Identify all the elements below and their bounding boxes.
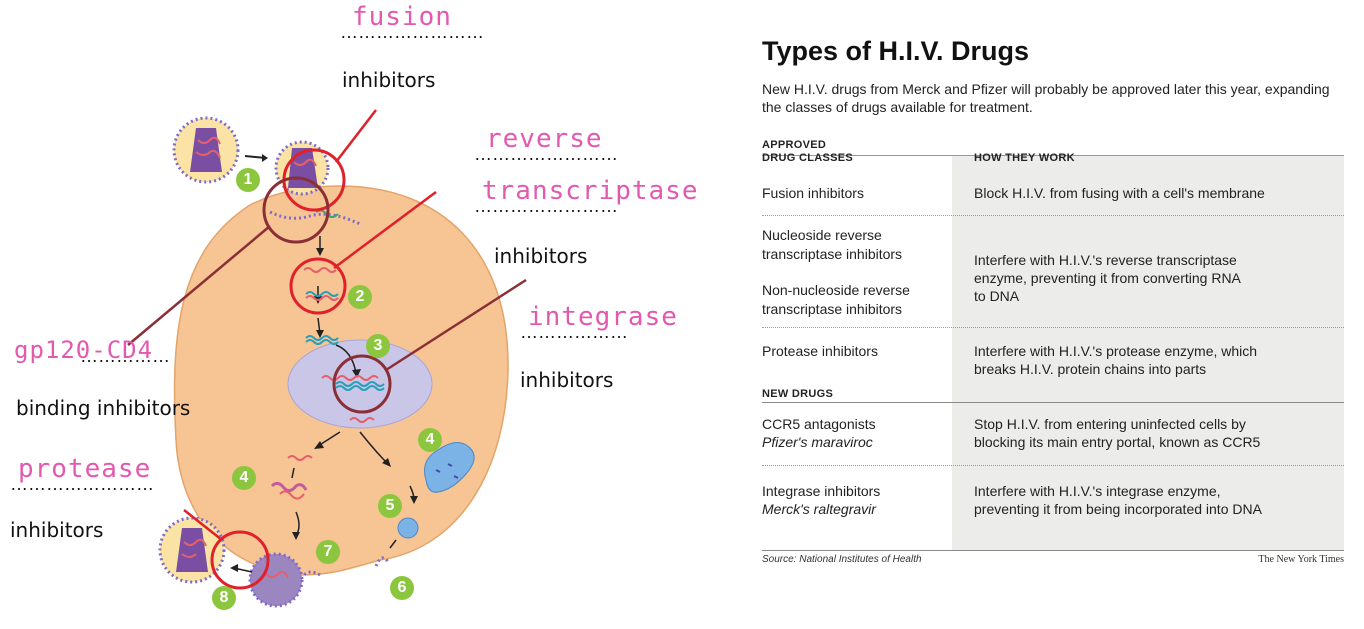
step-badge-1: 1	[236, 168, 260, 192]
gp120-handwritten: gp120-CD4	[14, 336, 154, 364]
row-ccr5-name: CCR5 antagonists	[762, 416, 876, 432]
step-badge-5: 5	[378, 494, 402, 518]
row-separator	[762, 215, 1344, 216]
virus-particle-entering	[172, 116, 240, 184]
rt-dots-2: ……………………	[474, 196, 618, 216]
protease-label: inhibitors	[10, 518, 104, 542]
row-nrti-name-line2: transcriptase inhibitors	[762, 246, 903, 262]
row-integrase-how-line2: preventing it from being incorporated in…	[974, 501, 1262, 517]
row-separator	[762, 327, 1344, 328]
publisher-credit: The New York Times	[1258, 554, 1344, 565]
col1-header-line1: APPROVED	[762, 139, 827, 151]
integrase-label: inhibitors	[520, 368, 614, 392]
step-badge-3: 3	[366, 334, 390, 358]
gp120-dots: ……………	[80, 346, 170, 366]
rt-site-circle	[289, 257, 347, 315]
row-ccr5-how-line1: Stop H.I.V. from entering uninfected cel…	[974, 416, 1246, 432]
row-rt-how-line1: Interfere with H.I.V.'s reverse transcri…	[974, 252, 1237, 268]
col2-header: HOW THEY WORK	[974, 152, 1075, 164]
rt-label: inhibitors	[494, 244, 588, 268]
protease-handwritten: protease	[18, 454, 152, 484]
new-drugs-rule	[762, 402, 1344, 403]
table-bottom-rule	[762, 550, 1344, 551]
row-rt-how-line3: to DNA	[974, 288, 1020, 304]
col1-header-line2: DRUG CLASSES	[762, 152, 853, 164]
protease-site-circle	[210, 530, 270, 590]
row-nnrti-name-line1: Non-nucleoside reverse	[762, 282, 910, 298]
integrase-handwritten: integrase	[528, 302, 678, 332]
protease-dots: ……………………	[10, 474, 154, 494]
row-integrase-sub: Merck's raltegravir	[762, 501, 876, 517]
step-badge-7: 7	[316, 540, 340, 564]
virus-particle-fusing	[274, 140, 330, 196]
new-drugs-header: NEW DRUGS	[762, 388, 834, 400]
row-fusion-how: Block H.I.V. from fusing with a cell's m…	[974, 185, 1265, 201]
row-ccr5-how-line2: blocking its main entry portal, known as…	[974, 434, 1261, 450]
rt-dots-1: ……………………	[474, 144, 618, 164]
how-column-shading	[952, 156, 1344, 550]
source-note: Source: National Institutes of Health	[762, 554, 922, 565]
hiv-lifecycle-diagram: 1 2 3 4 4 5 6 7 8 fusion …………………… inhibi…	[10, 2, 699, 610]
table-title: Types of H.I.V. Drugs	[762, 36, 1030, 66]
row-nnrti-name-line2: transcriptase inhibitors	[762, 301, 903, 317]
row-protease-how-line2: breaks H.I.V. protein chains into parts	[974, 361, 1207, 377]
step-badge-4a: 4	[232, 466, 256, 490]
rt-handwritten-line1: reverse	[486, 124, 603, 154]
row-ccr5-sub: Pfizer's maraviroc	[762, 434, 873, 450]
gp120-label: binding inhibitors	[16, 396, 191, 420]
table-intro: New H.I.V. drugs from Merck and Pfizer w…	[762, 81, 1330, 115]
integrase-dots: ………………	[520, 322, 628, 342]
rt-handwritten-line2: transcriptase	[482, 176, 699, 206]
row-integrase-how-line1: Interfere with H.I.V.'s integrase enzyme…	[974, 483, 1221, 499]
gp120-site-circle	[262, 176, 330, 244]
step-badge-8: 8	[212, 586, 236, 610]
step-badge-2: 2	[348, 285, 372, 309]
virus-particle-mature	[158, 516, 226, 584]
fusion-handwritten: fusion	[352, 2, 452, 32]
drug-types-table-panel: Types of H.I.V. Drugs New H.I.V. drugs f…	[762, 36, 1344, 576]
row-protease-name: Protease inhibitors	[762, 343, 878, 359]
table-top-rule	[762, 155, 1344, 156]
row-rt-how-line2: enzyme, preventing it from converting RN…	[974, 270, 1241, 286]
diagram-canvas	[127, 109, 527, 608]
row-separator	[762, 465, 1344, 466]
virus-budding	[248, 552, 304, 608]
row-integrase-name: Integrase inhibitors	[762, 483, 881, 499]
row-protease-how-line1: Interfere with H.I.V.'s protease enzyme,…	[974, 343, 1258, 359]
integrase-site-circle	[332, 354, 392, 414]
fusion-label: inhibitors	[342, 68, 436, 92]
golgi	[424, 442, 475, 493]
row-fusion-name: Fusion inhibitors	[762, 185, 864, 201]
step-badge-6: 6	[390, 576, 414, 600]
row-nrti-name-line1: Nucleoside reverse	[762, 227, 882, 243]
step-badge-4b: 4	[418, 428, 442, 452]
fusion-dots: ……………………	[340, 22, 484, 42]
